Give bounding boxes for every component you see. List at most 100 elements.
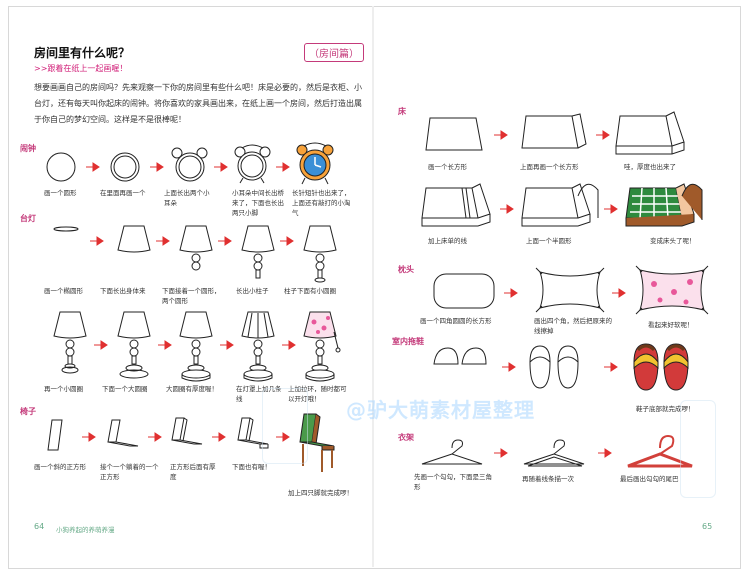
pillow-caption-3: 看起来好软呢！	[648, 321, 694, 329]
section-hanger: 衣架	[398, 433, 414, 442]
slippers-arrow-2	[604, 362, 618, 372]
lamp2-caption-2: 下面一个大圆圈	[102, 385, 148, 393]
watermark-stamp-left	[262, 388, 308, 464]
chair-caption-5: 加上四只脚就完成啰！	[288, 489, 353, 497]
slippers-caption: 鞋子底部就完成啰！	[636, 405, 695, 413]
chair-arrow-3	[212, 432, 226, 442]
lamp-step7-drawing	[114, 308, 154, 380]
clock-caption-1: 画一个圆形	[44, 189, 77, 197]
folio-left-number: 64	[34, 522, 45, 531]
chair-finished-drawing	[294, 410, 338, 476]
folio-right-number: 65	[702, 522, 713, 531]
lamp2-caption-3: 大圆圈有厚度喔！	[166, 385, 218, 393]
bed-caption-1: 画一个长方形	[428, 163, 467, 171]
bed-caption-4: 加上床单的线	[428, 237, 467, 245]
lamp-arrow-5	[94, 340, 108, 350]
chair-caption-2: 接个一个躺着的一个正方形	[100, 463, 159, 481]
clock-step4-drawing	[230, 142, 276, 186]
section-bed: 床	[398, 107, 406, 116]
hanger-arrow-2	[598, 448, 612, 458]
clock-caption-4: 小耳朵中间长出桥来了，下面也长出两只小脚	[232, 189, 284, 217]
lamp1-caption-3: 下面接着一个圆形，两个圆形	[162, 287, 221, 305]
lamp1-caption-1: 画一个椭圆形	[44, 287, 83, 295]
chair-caption-4: 下面也有喔！	[232, 463, 271, 471]
clock-arrow-2	[150, 162, 164, 172]
clock-arrow-3	[214, 162, 228, 172]
clock-step2-drawing	[108, 150, 144, 184]
watermark-text: @驴大萌素材屋整理	[346, 398, 535, 422]
slippers-step1-drawing	[430, 344, 490, 374]
chair-step1-drawing	[44, 416, 68, 456]
lamp-step9-drawing	[238, 308, 278, 382]
lamp-step1-drawing	[52, 224, 82, 234]
slippers-arrow-1	[502, 362, 516, 372]
lamp1-caption-5: 柱子下面有小圆圈	[284, 287, 336, 295]
lamp1-caption-4: 长出小柱子	[236, 287, 269, 295]
lamp-arrow-2	[156, 236, 170, 246]
lamp-arrow-7	[220, 340, 234, 350]
lamp-step8-drawing	[176, 308, 216, 382]
lamp2-caption-1: 再一个小圆圈	[44, 385, 83, 393]
section-lamp: 台灯	[20, 214, 36, 223]
lamp-arrow-6	[158, 340, 172, 350]
page-title: 房间里有什么呢？	[34, 46, 131, 60]
lamp1-caption-2: 下面长出身体来	[100, 287, 146, 295]
chair-step2-drawing	[104, 416, 144, 456]
bed-arrow-4	[604, 204, 618, 214]
pillow-arrow-2	[612, 288, 626, 298]
bed-step4-drawing	[420, 180, 500, 234]
bed-arrow-2	[596, 130, 610, 140]
chair-arrow-1	[82, 432, 96, 442]
section-pillow: 枕头	[398, 265, 414, 274]
lamp2-caption-4: 在灯罩上加几条线	[236, 385, 282, 403]
lamp-step4-drawing	[238, 222, 278, 280]
clock-step3-drawing	[168, 144, 212, 184]
watermark-stamp-right	[680, 400, 716, 498]
lamp-step5-drawing	[300, 222, 340, 284]
hanger-arrow-1	[494, 448, 508, 458]
book-spine	[372, 6, 374, 567]
pillow-finished-drawing	[634, 264, 712, 316]
section-slippers: 室内拖鞋	[392, 337, 424, 346]
bed-step5-drawing	[520, 176, 604, 234]
hanger-finished-drawing	[624, 432, 700, 472]
bed-step2-drawing	[520, 110, 592, 158]
slippers-finished-drawing	[626, 340, 696, 396]
hanger-step1-drawing	[418, 436, 488, 470]
pillow-arrow-1	[504, 288, 518, 298]
chair-arrow-4	[276, 432, 290, 442]
section-chair: 椅子	[20, 407, 36, 416]
chair-step4-drawing	[234, 414, 276, 458]
bed-step3-drawing	[614, 108, 694, 162]
book-spread	[8, 6, 741, 569]
chair-step3-drawing	[168, 414, 210, 456]
bed-arrow-1	[494, 130, 508, 140]
lamp-arrow-4	[280, 236, 294, 246]
hanger-step2-drawing	[520, 436, 594, 472]
lamp-finished-drawing	[300, 308, 344, 382]
chair-caption-1: 画一个斜的正方形	[34, 463, 86, 471]
clock-caption-5: 长针短针也出来了，上面还有敲打的小淘气	[292, 189, 351, 217]
chair-arrow-2	[148, 432, 162, 442]
section-clock: 闹钟	[20, 144, 36, 153]
hanger-caption-1: 先画一个勾勾，下面是三角形	[414, 473, 492, 491]
lamp-step2-drawing	[114, 222, 154, 256]
pillow-caption-1: 画一个四角圆圆的长方形	[420, 317, 492, 325]
intro-paragraph: 想要画画自己的房间吗？先来观察一下你的房间里有些什么吧！床是必要的，然后是衣柜、…	[34, 83, 362, 124]
bed-caption-3: 哇，厚度也出来了	[624, 163, 676, 171]
lamp-step3-drawing	[176, 222, 216, 272]
clock-caption-3: 上面长出两个小耳朵	[164, 189, 210, 207]
lamp-step6-drawing	[50, 308, 90, 378]
pillow-step1-drawing	[430, 270, 500, 314]
folio-left-text: 小狗养起的养萌养漫	[56, 526, 115, 534]
chapter-tag: （房间篇）	[304, 43, 364, 62]
lamp2-caption-5: 上加拉环，随时都可以开灯哦！	[288, 385, 347, 403]
clock-caption-2: 在里面再画一个	[100, 189, 146, 197]
bed-arrow-3	[500, 204, 514, 214]
bed-finished-drawing	[624, 176, 708, 236]
hanger-caption-3: 最后画出勾勾的尾巴	[620, 475, 679, 483]
clock-step1-drawing	[44, 150, 80, 184]
clock-finished-drawing	[292, 140, 338, 186]
slippers-step2-drawing	[522, 342, 586, 394]
page-subtitle: >>跟着在纸上一起画喔！	[34, 64, 128, 73]
